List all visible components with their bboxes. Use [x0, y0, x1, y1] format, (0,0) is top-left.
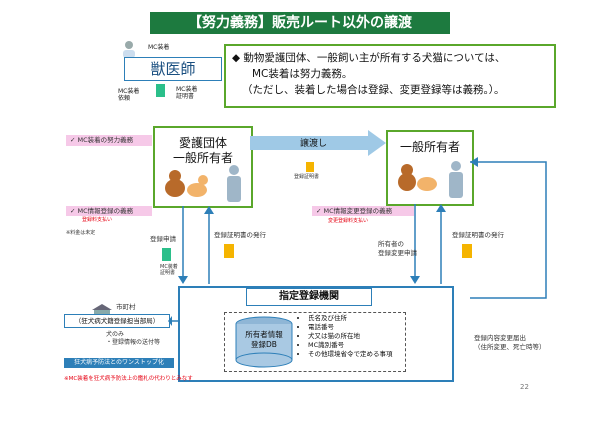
registration-send-label: ・登録情報の送付等	[106, 339, 161, 346]
reg-cert2-icon	[462, 244, 472, 258]
page-title: 【努力義務】販売ルート以外の譲渡	[150, 12, 450, 34]
note-box: ◆ 動物愛護団体、一般飼い主が所有する犬猫については、 MC装着は努力義務。 （…	[224, 44, 556, 108]
person-icon	[225, 164, 243, 206]
vet-top-label: MC装着	[148, 44, 170, 51]
fee-footnote: ※料金は未定	[66, 230, 96, 236]
database-icon	[235, 316, 293, 368]
reg-cert-issue2-arrow	[436, 204, 446, 284]
mc-cert-label: MC装着 証明書	[176, 86, 198, 100]
city-label-2: （狂犬病犬籍登録担当部局）	[64, 314, 170, 328]
reg-cert-issue2-label: 登録証明書の発行	[452, 231, 504, 239]
agency-title: 指定登録機関	[246, 288, 372, 306]
agency-to-city-arrow	[168, 316, 180, 326]
owner-change-label: 所有者の 登録変更申請	[378, 240, 417, 257]
registration-fee-label: 登録料支払い	[82, 217, 113, 223]
owner-person-icon	[448, 160, 464, 202]
change-report-label: 登録内容変更届出 （住所変更、死亡時等）	[474, 334, 546, 351]
change-fee-label: 変更登録料支払い	[328, 218, 369, 224]
owner-dog-cat-icon	[396, 162, 440, 196]
dog-cat-icon	[163, 168, 211, 202]
mc-cert-doc-icon	[156, 84, 165, 97]
mc-cert2-doc-icon	[162, 248, 171, 261]
mc-request-label: MC装着 依頼	[118, 88, 140, 102]
change-report-arrow	[470, 157, 547, 299]
reg-apply-arrow	[178, 206, 188, 284]
reg-cert-issue-label: 登録証明書の発行	[214, 231, 266, 239]
transfer-cert-icon	[306, 162, 314, 172]
bottom-note: ※MC装着を狂犬病予防法上の鑑札の代わりとみなす	[64, 376, 193, 382]
owner-box: 一般所有者	[386, 130, 474, 206]
owner-label: 一般所有者	[399, 140, 460, 154]
shelter-line-1: 愛護団体	[178, 136, 227, 150]
dog-only-label: 犬のみ	[106, 331, 125, 338]
note-line-1: ◆ 動物愛護団体、一般飼い主が所有する犬猫については、	[232, 52, 506, 64]
transfer-arrow	[250, 130, 386, 156]
page-number: 22	[520, 383, 529, 391]
owner-change-arrow	[410, 204, 420, 284]
agency-item: その他環境省令で定める事項	[308, 350, 393, 359]
note-line-2: MC装着は努力義務。	[252, 68, 353, 80]
mc-change-duty-label: ✓ MC情報変更登録の義務	[312, 206, 414, 216]
reg-cert-icon	[224, 244, 234, 258]
agency-item: 電話番号	[308, 323, 393, 332]
note-line-3: （ただし、装着した場合は登録、変更登録等は義務。）。	[242, 84, 505, 96]
one-stop-badge: 狂犬病予防法とのワンストップ化	[64, 358, 174, 368]
agency-item: 犬又は猫の所在地	[308, 332, 393, 341]
mc-cert2-label: MC装着 証明書	[160, 264, 178, 276]
transfer-label: 譲渡し	[300, 139, 328, 149]
vet-person-icon	[120, 40, 138, 58]
mc-registration-duty-label: ✓ MC情報登録の義務	[66, 206, 152, 216]
reg-apply-label: 登録申請	[150, 235, 176, 243]
reg-cert-issue-arrow	[204, 206, 214, 284]
shelter-box: 愛護団体 一般所有者	[153, 126, 253, 208]
database-label: 所有者情報 登録DB	[245, 330, 283, 349]
transfer-cert-label: 登録証明書	[294, 174, 320, 180]
vet-box: 獣医師	[124, 57, 222, 81]
agency-inner-box	[224, 312, 406, 372]
agency-items-list: 氏名及び住所 電話番号 犬又は猫の所在地 MC識別番号 その他環境省令で定める事…	[300, 314, 393, 359]
city-label-1: 市町村	[116, 303, 136, 311]
agency-item: MC識別番号	[308, 341, 393, 350]
agency-item: 氏名及び住所	[308, 314, 393, 323]
registration-agency-box: 指定登録機関 所有者情報 登録DB 氏名及び住所 電話番号 犬又は猫の所在地 M…	[178, 286, 454, 382]
mc-effort-duty-label: ✓ MC装着の努力義務	[66, 135, 152, 146]
shelter-line-2: 一般所有者	[172, 151, 233, 165]
